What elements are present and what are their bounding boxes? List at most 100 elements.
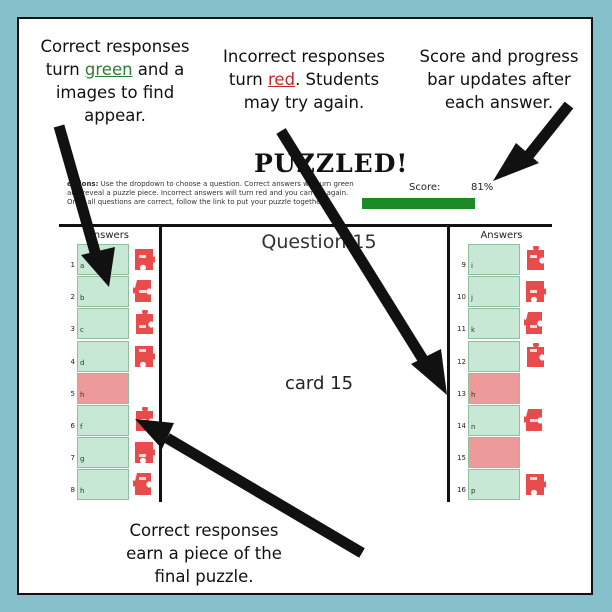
- row-number: 4: [70, 357, 75, 366]
- callout-correct-green: Correct responses turn green and a image…: [25, 35, 205, 127]
- row-number: 16: [457, 486, 466, 495]
- arrowhead: [135, 419, 174, 449]
- callout-text: and a: [132, 60, 185, 79]
- row-number: 13: [457, 389, 466, 398]
- callout-text: each answer.: [444, 93, 554, 112]
- callout-text: earn a piece of the: [126, 544, 282, 563]
- row-number: 9: [461, 261, 466, 269]
- answer-value: p: [471, 487, 476, 496]
- arrow-to-green-cell: [53, 124, 103, 261]
- arrows-overlay: [53, 101, 574, 558]
- puzzle-piece-icon: [130, 278, 155, 304]
- callout-score: Score and progress bar updates after eac…: [404, 45, 591, 114]
- answer-cell-correct[interactable]: h: [77, 469, 129, 501]
- answer-value: i: [471, 262, 473, 270]
- puzzle-piece-icon: [133, 246, 158, 272]
- answer-cell-correct[interactable]: k: [468, 308, 520, 340]
- answer-cell-correct[interactable]: n: [468, 405, 520, 436]
- answer-value: j: [471, 294, 473, 303]
- answer-value: h: [471, 390, 476, 399]
- answer-cell-correct[interactable]: g: [77, 437, 129, 469]
- answer-cell-correct[interactable]: b: [77, 276, 129, 308]
- answer-value: f: [80, 423, 83, 431]
- callout-text: Correct responses: [40, 37, 190, 56]
- callout-text: turn: [228, 70, 269, 89]
- callout-text: appear.: [84, 106, 146, 125]
- answer-row: 14 n: [454, 405, 549, 437]
- puzzle-spreadsheet: PUZZLED! ections: Use the dropdown to ch…: [59, 147, 552, 502]
- row-number: 5: [70, 389, 75, 398]
- answer-value: g: [80, 455, 85, 464]
- green-highlight: green: [84, 60, 133, 79]
- row-number: 15: [457, 454, 466, 463]
- red-highlight: red: [268, 70, 296, 89]
- answer-value: d: [80, 358, 85, 367]
- answer-cell-correct[interactable]: f: [77, 405, 129, 436]
- answer-cell-incorrect[interactable]: h: [77, 372, 129, 404]
- callout-earn-piece: Correct responses earn a piece of the fi…: [99, 519, 309, 588]
- answer-value: n: [471, 423, 476, 431]
- question-card: card 15: [284, 373, 354, 394]
- callout-text: turn: [45, 60, 85, 79]
- directions-body: Use the dropdown to choose a question. C…: [67, 180, 354, 206]
- puzzle-piece-icon: [521, 310, 546, 336]
- score-label: Score:: [409, 182, 441, 193]
- callout-text: turn red. Students: [209, 68, 399, 91]
- answer-value: h: [80, 487, 85, 496]
- row-number: 6: [70, 422, 75, 430]
- puzzle-piece-icon: [524, 341, 546, 369]
- arrow-to-red-cell: [276, 128, 432, 369]
- divider: [159, 227, 162, 502]
- arrow-to-score: [524, 101, 574, 159]
- answer-cell-incorrect[interactable]: h: [468, 372, 520, 404]
- callout-text: Score and progress: [419, 47, 579, 66]
- answer-cell-correct[interactable]: [468, 340, 520, 372]
- answer-cell-correct[interactable]: d: [77, 340, 129, 372]
- row-number: 7: [70, 454, 75, 463]
- arrowhead: [81, 247, 115, 287]
- arrow-to-puzzle-piece: [164, 433, 365, 558]
- answer-cell-correct[interactable]: p: [468, 469, 520, 501]
- answers-header: Answers: [86, 230, 130, 241]
- answers-header: Answers: [480, 230, 523, 241]
- row-number: 11: [457, 325, 466, 334]
- puzzle-piece-icon: [524, 278, 549, 304]
- answer-row: 13 h: [454, 372, 549, 405]
- puzzle-piece-icon: [524, 244, 546, 272]
- score-progress-bar: [362, 198, 475, 209]
- callout-text: Incorrect responses: [223, 47, 385, 66]
- answer-cell-incorrect[interactable]: [468, 437, 520, 469]
- callout-text: turn green and a: [25, 58, 205, 81]
- callout-incorrect-red: Incorrect responses turn red. Students m…: [209, 45, 399, 114]
- answer-cell-correct[interactable]: j: [468, 276, 520, 308]
- sheet-title: PUZZLED!: [254, 149, 409, 178]
- callout-text: images to find: [55, 83, 175, 102]
- directions-label: ections:: [67, 180, 99, 188]
- puzzle-piece-icon: [133, 343, 158, 369]
- answer-row: 16 p: [454, 469, 549, 501]
- puzzle-piece-icon: [524, 471, 549, 497]
- arrowhead: [493, 143, 539, 181]
- divider: [447, 227, 450, 502]
- answer-cell-correct[interactable]: i: [468, 244, 520, 275]
- callout-text: Correct responses: [129, 521, 279, 540]
- row-number: 3: [70, 325, 75, 334]
- answer-row: 12: [454, 340, 549, 373]
- puzzle-piece-icon: [130, 471, 155, 497]
- puzzle-piece-icon: [133, 309, 155, 336]
- answer-value: c: [80, 326, 84, 335]
- content-panel: Correct responses turn green and a image…: [17, 17, 593, 595]
- answer-cell-correct[interactable]: c: [77, 308, 129, 340]
- puzzle-piece-icon: [521, 407, 546, 433]
- row-number: 14: [457, 422, 466, 430]
